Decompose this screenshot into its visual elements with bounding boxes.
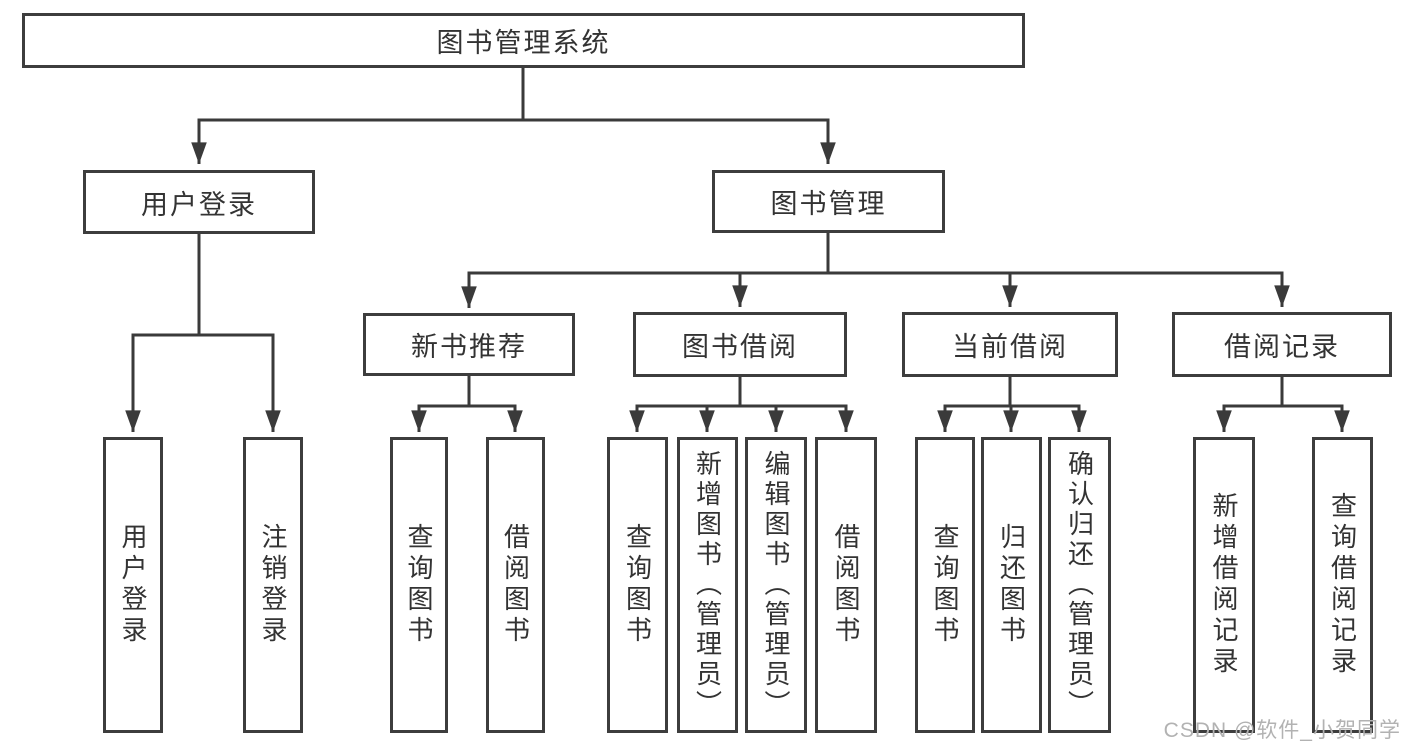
- leaf-records-add-borrow-record: 新增借阅记录: [1193, 437, 1255, 733]
- node-current-borrowing: 当前借阅: [902, 312, 1118, 377]
- leaf-user-login: 用户登录: [103, 437, 163, 733]
- leaf-newbook-query-books: 查询图书: [390, 437, 448, 733]
- node-book-borrowing: 图书借阅: [633, 312, 847, 377]
- node-library-management-system: 图书管理系统: [22, 13, 1025, 68]
- node-book-management: 图书管理: [712, 170, 945, 233]
- leaf-records-query-borrow-record: 查询借阅记录: [1312, 437, 1373, 733]
- node-new-book-recommendation: 新书推荐: [363, 313, 575, 376]
- leaf-borrow-add-books-admin: 新增图书（管理员）: [677, 437, 738, 733]
- leaf-borrow-edit-books-admin: 编辑图书（管理员）: [745, 437, 807, 733]
- leaf-current-confirm-return-admin: 确认归还（管理员）: [1048, 437, 1111, 733]
- csdn-watermark: CSDN @软件_小贺同学: [1163, 719, 1401, 742]
- node-user-login: 用户登录: [83, 170, 315, 234]
- leaf-newbook-borrow-books: 借阅图书: [486, 437, 545, 733]
- leaf-borrow-borrow-books: 借阅图书: [815, 437, 877, 733]
- leaf-current-return-books: 归还图书: [981, 437, 1042, 733]
- leaf-borrow-query-books: 查询图书: [607, 437, 668, 733]
- leaf-current-query-books: 查询图书: [915, 437, 975, 733]
- leaf-logout: 注销登录: [243, 437, 303, 733]
- node-borrowing-records: 借阅记录: [1172, 312, 1392, 377]
